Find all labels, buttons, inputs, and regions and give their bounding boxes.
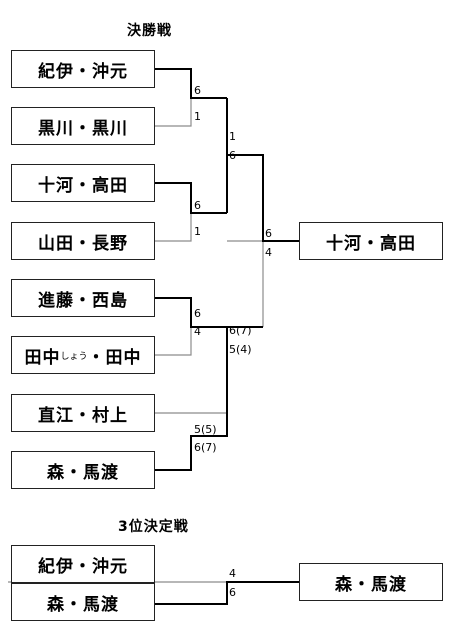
- team-box-3: 十河・高田: [11, 164, 155, 202]
- team-box-4: 山田・長野: [11, 222, 155, 260]
- score-r1m2-top: 6: [194, 199, 201, 212]
- team-6-name-pre: 田中: [24, 347, 61, 368]
- score-r1m4-bottom: 6(7): [194, 441, 217, 454]
- score-r1m1-bottom: 1: [194, 110, 201, 123]
- team-6-name-small: しょう: [60, 351, 88, 362]
- team-box-1: 紀伊・沖元: [11, 50, 155, 88]
- score-final-bottom: 4: [265, 246, 272, 259]
- team-box-2: 黒川・黒川: [11, 107, 155, 145]
- score-r1m3-top: 6: [194, 307, 201, 320]
- team-box-5: 進藤・西島: [11, 279, 155, 317]
- third-place-score-bottom: 6: [229, 586, 236, 599]
- team-6-name-post: ・田中: [87, 347, 142, 368]
- champion-box: 十河・高田: [299, 222, 443, 260]
- score-r1m3-bottom: 4: [194, 325, 201, 338]
- score-r2m2-top: 6(7): [229, 324, 252, 337]
- score-r2m2-bottom: 5(4): [229, 343, 252, 356]
- team-box-8: 森・馬渡: [11, 451, 155, 489]
- score-final-top: 6: [265, 227, 272, 240]
- third-place-team-2: 森・馬渡: [11, 583, 155, 621]
- score-r2m1-top: 1: [229, 130, 236, 143]
- third-place-winner-box: 森・馬渡: [299, 563, 443, 601]
- team-box-6: 田中しょう・田中: [11, 336, 155, 374]
- third-place-score-top: 4: [229, 567, 236, 580]
- score-r2m1-bottom: 6: [229, 149, 236, 162]
- third-place-title: 3位決定戦: [118, 519, 189, 535]
- score-r1m2-bottom: 1: [194, 225, 201, 238]
- score-r1m1-top: 6: [194, 84, 201, 97]
- score-r1m4-top: 5(5): [194, 423, 217, 436]
- third-place-team-1: 紀伊・沖元: [11, 545, 155, 583]
- main-bracket-title: 決勝戦: [127, 23, 172, 39]
- team-box-7: 直江・村上: [11, 394, 155, 432]
